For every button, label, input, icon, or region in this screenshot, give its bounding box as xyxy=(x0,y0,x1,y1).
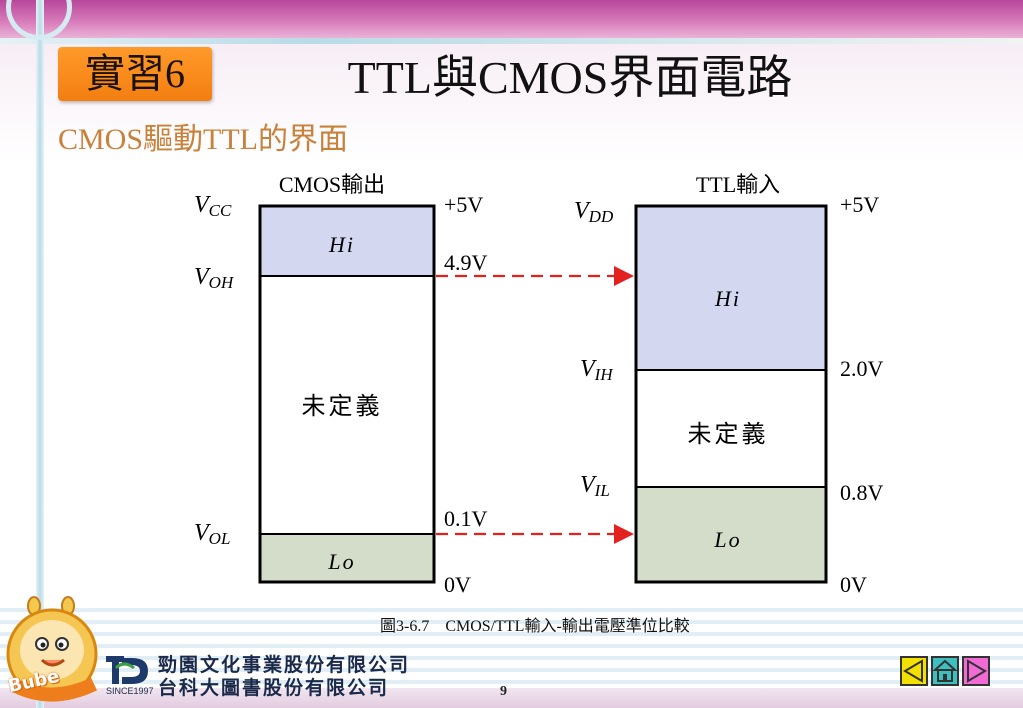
cmos-lo-label: Lo xyxy=(327,549,355,574)
ttl-hi-region xyxy=(636,206,826,370)
cmos-column-outline xyxy=(258,204,436,584)
vcc-label-main: V xyxy=(194,192,211,218)
home-icon[interactable] xyxy=(931,656,959,686)
ttl-heading: TTL輸入 xyxy=(696,172,780,197)
vol-to-ttl-arrowhead xyxy=(614,524,634,544)
vih-label-main: V xyxy=(580,356,597,382)
ttl-lo-label: Lo xyxy=(713,527,741,552)
company-since: SINCE1997 xyxy=(106,686,154,696)
page-number: 9 xyxy=(500,684,507,699)
left-decoration-bar xyxy=(36,0,44,708)
vil-label-sub: IL xyxy=(594,481,610,500)
cmos-lo-region xyxy=(260,534,434,582)
cmos-hi-label: Hi xyxy=(328,232,355,257)
vil-label-main: V xyxy=(580,472,597,498)
vdd-label: VDD xyxy=(574,198,614,226)
prev-triangle-icon[interactable] xyxy=(900,656,928,686)
figure-caption: 圖3-6.7 CMOS/TTL輸入-輸出電壓準位比較 xyxy=(380,618,690,635)
ttl-level-bottom: 0V xyxy=(840,572,867,597)
company-names: 勁園文化事業股份有限公司 台科大圖書股份有限公司 xyxy=(158,654,410,700)
top-decoration-line xyxy=(0,38,1023,44)
ttl-level-top: +5V xyxy=(840,192,879,217)
vdd-label-main: V xyxy=(574,198,591,224)
cmos-heading: CMOS輸出 xyxy=(279,172,385,197)
bube-mascot-icon xyxy=(6,596,98,702)
top-decoration-band xyxy=(0,0,1023,38)
lab-badge: 實習6 xyxy=(58,47,212,101)
vil-label: VIL xyxy=(580,472,610,500)
voh-label: VOH xyxy=(194,264,235,292)
ttl-column-outline xyxy=(634,204,828,584)
voltage-level-diagram: CMOS輸出 VCC VOH VOL Hi 未定義 Lo +5V 4.9V 0.… xyxy=(192,162,890,602)
vol-label-sub: OL xyxy=(209,529,231,548)
voh-label-main: V xyxy=(194,264,211,290)
ttl-level-vih: 2.0V xyxy=(840,356,884,381)
cmos-level-bottom: 0V xyxy=(444,572,471,597)
vcc-label-sub: CC xyxy=(209,201,232,220)
vih-label: VIH xyxy=(580,356,614,384)
ttl-level-vil: 0.8V xyxy=(840,480,884,505)
ttl-hi-label: Hi xyxy=(714,286,741,311)
voh-label-sub: OH xyxy=(209,273,235,292)
vdd-label-sub: DD xyxy=(588,207,614,226)
ttl-lo-region xyxy=(636,487,826,582)
ttl-undefined-label: 未定義 xyxy=(688,420,769,448)
cmos-hi-region xyxy=(260,206,434,276)
vcc-label: VCC xyxy=(194,192,232,220)
cmos-level-voh: 4.9V xyxy=(444,250,488,275)
vol-label: VOL xyxy=(194,520,230,548)
slide-subtitle: CMOS驅動TTL的界面 xyxy=(58,123,349,156)
bottom-bar xyxy=(0,688,1023,708)
vih-label-sub: IH xyxy=(594,365,615,384)
cmos-level-top: +5V xyxy=(444,192,483,217)
next-triangle-icon[interactable] xyxy=(962,656,990,686)
company-name-1: 勁園文化事業股份有限公司 xyxy=(158,654,411,676)
ttl-undefined-region xyxy=(636,370,826,487)
cmos-undefined-label: 未定義 xyxy=(302,392,383,420)
voh-to-ttl-arrowhead xyxy=(614,266,634,286)
vol-label-main: V xyxy=(194,520,211,546)
company-name-2: 台科大圖書股份有限公司 xyxy=(158,677,390,699)
cmos-level-vol: 0.1V xyxy=(444,506,488,531)
cmos-undefined-region xyxy=(260,276,434,534)
slide-title: TTL與CMOS界面電路 xyxy=(347,52,793,103)
company-logo-icon xyxy=(106,656,148,684)
